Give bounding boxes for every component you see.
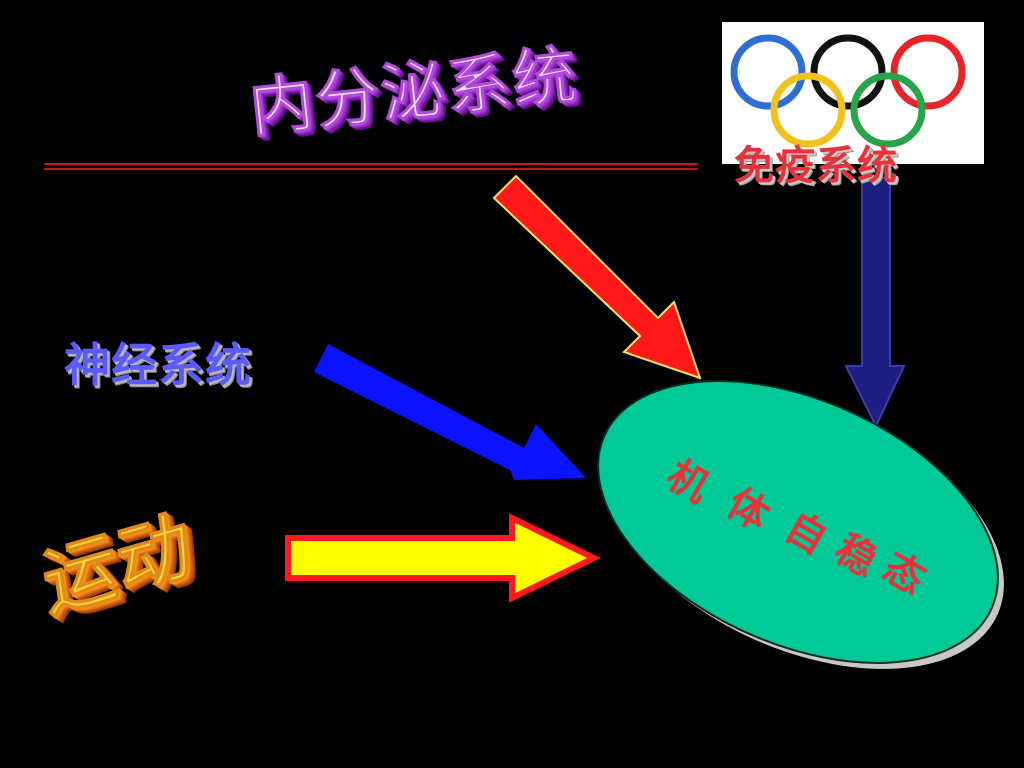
olympic-rings-icon — [730, 34, 966, 148]
ring-red — [890, 34, 966, 110]
ring-green — [850, 72, 926, 148]
immune-system-label: 免疫系统 — [734, 143, 898, 189]
ring-yellow — [770, 72, 846, 148]
olympic-rings-logo — [722, 22, 984, 164]
nervous-system-label: 神经系统 — [64, 338, 252, 392]
immune-arrow — [844, 177, 906, 429]
ring-blue — [730, 34, 806, 110]
homeostasis-ellipse — [597, 380, 999, 664]
endocrine-arrow — [492, 174, 702, 380]
exercise-arrow — [285, 513, 601, 603]
ring-black — [810, 34, 886, 110]
nervous-arrow — [314, 344, 586, 480]
title-underline — [44, 163, 698, 170]
